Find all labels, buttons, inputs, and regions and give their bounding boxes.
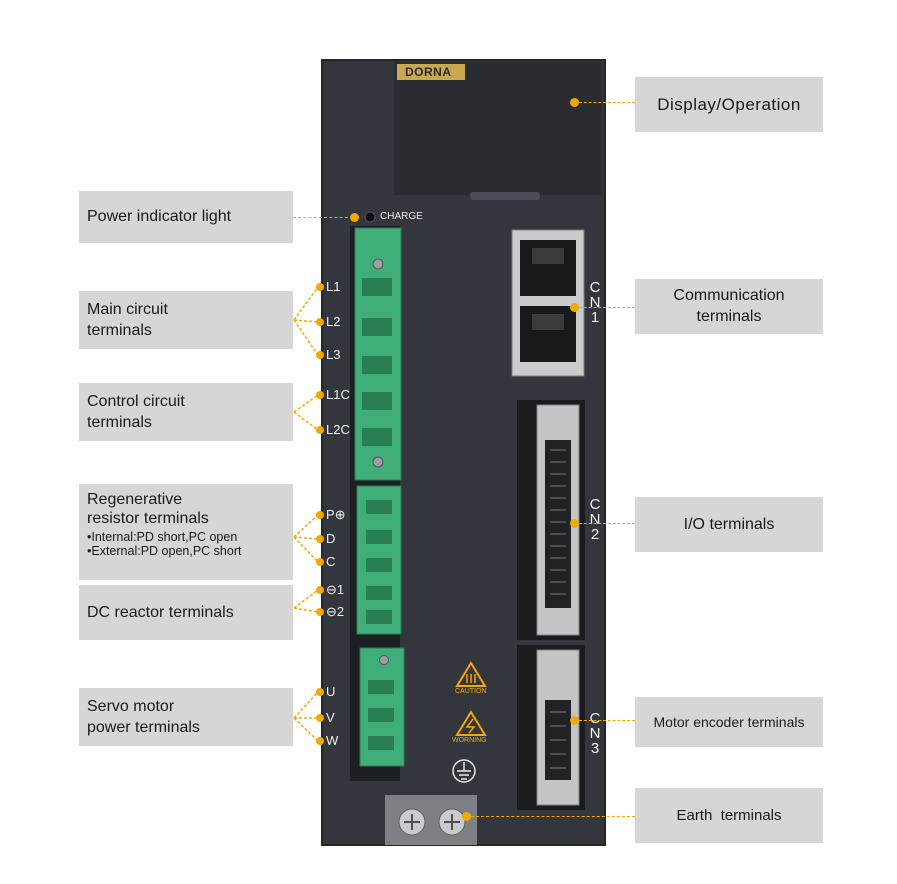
callout-dot-io [570,519,579,528]
display-panel [394,62,602,195]
callout-leader-earth [471,816,635,817]
callout-communication: Communication terminals [635,279,823,334]
terminal-label-l1c: L1C [326,387,350,402]
cn3-letter-c: C [589,710,601,727]
charge-label: CHARGE [380,211,423,222]
terminal-label-l3: L3 [326,347,341,362]
regen-external-note: •External:PD open,PC short [87,544,242,558]
callout-servo-power: Servo motor power terminals [79,688,293,746]
terminal-label-l2: L2 [326,314,341,329]
callout-dot-encoder [570,716,579,725]
callout-regen: Regenerative resistor terminals •Interna… [79,484,293,580]
callout-leader-display [579,102,635,103]
terminal-label-d: D [326,531,336,546]
cn1-letter-n: N [589,294,601,311]
callout-dot-earth [462,812,471,821]
charge-led [364,211,376,223]
cn2-letter-c: C [589,496,601,513]
regen-internal-note: •Internal:PD short,PC open [87,530,238,544]
terminal-label-n1: ⊖1 [326,582,345,597]
callout-leader-communication [579,307,635,308]
terminal-label-n2: ⊖2 [326,604,345,619]
callout-earth: Earth terminals [635,788,823,843]
cn1-label: C N 1 [588,280,602,325]
callout-dc-reactor: DC reactor terminals [79,585,293,640]
brand-logo: DORNA [405,65,452,79]
cn3-number: 3 [590,740,600,757]
cn3-label: C N 3 [588,711,602,756]
warning-text: WORNING [452,737,487,744]
terminal-label-p: P⊕ [326,507,346,522]
callout-power-light: Power indicator light [79,191,293,243]
caution-text: CAUTION [455,688,487,695]
terminal-label-u: U [326,684,336,699]
brand-plate [397,64,465,80]
cn1-number: 1 [590,309,600,326]
callout-dot-power-light [350,213,359,222]
cn2-number: 2 [590,526,600,543]
caution-hot-icon [455,661,487,687]
cn3-letter-n: N [589,725,601,742]
cn2-label: C N 2 [588,497,602,542]
callout-dot-display [570,98,579,107]
warning-shock-icon [455,710,487,736]
terminal-label-c: C [326,554,336,569]
terminal-label-v: V [326,710,335,725]
cn2-letter-n: N [589,511,601,528]
terminal-label-l2c: L2C [326,422,350,437]
terminal-label-w: W [326,733,339,748]
callout-leader-io [579,523,635,524]
callout-leader-power-light [293,217,353,218]
callout-io: I/O terminals [635,497,823,552]
callout-control-circuit: Control circuit terminals [79,383,293,441]
ground-icon [452,759,476,783]
callout-encoder: Motor encoder terminals [635,697,823,747]
callout-display: Display/Operation [635,77,823,132]
terminal-label-l1: L1 [326,279,341,294]
cn1-letter-c: C [589,279,601,296]
callout-leader-encoder [579,720,635,721]
callout-main-circuit: Main circuit terminals [79,291,293,349]
callout-dot-communication [570,303,579,312]
